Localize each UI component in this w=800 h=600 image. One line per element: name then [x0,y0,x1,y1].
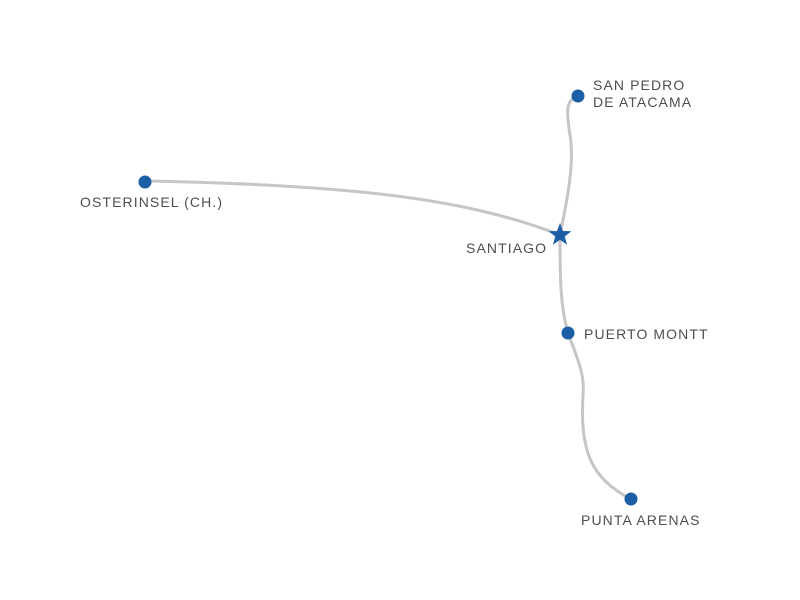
route-santiago-puerto-montt [558,233,570,335]
santiago-star-icon[interactable] [548,223,572,245]
san-pedro-label-line-2: DE ATACAMA [593,94,692,110]
punta-arenas-label: PUNTA ARENAS [581,512,701,528]
san-pedro-marker-icon[interactable] [571,89,585,103]
san-pedro-label-line-1: SAN PEDRO [593,77,685,93]
markers [138,89,638,506]
route-puerto-montt-punta-arenas [566,331,633,501]
route-santiago-osterinsel [143,179,562,237]
puerto-montt-marker-icon[interactable] [561,326,575,340]
osterinsel-marker-icon[interactable] [138,175,152,189]
labels: SAN PEDRO DE ATACAMA OSTERINSEL (CH.) SA… [80,77,709,528]
route-santiago-san-pedro [558,94,580,237]
santiago-label: SANTIAGO [466,240,547,256]
punta-arenas-marker-icon[interactable] [624,492,638,506]
puerto-montt-label: PUERTO MONTT [584,326,709,342]
routes [143,94,633,501]
osterinsel-label: OSTERINSEL (CH.) [80,194,223,210]
